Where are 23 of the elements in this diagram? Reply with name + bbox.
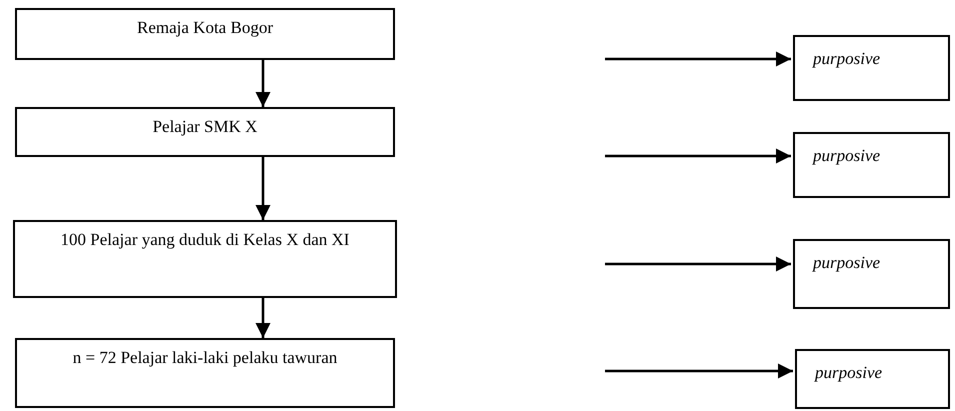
process-box — [795, 349, 950, 409]
process-box — [793, 35, 950, 101]
arrow — [605, 256, 791, 272]
box-label: purposive — [813, 146, 880, 166]
arrow — [256, 60, 270, 107]
process-box — [15, 8, 395, 60]
box-label: purposive — [815, 363, 882, 383]
process-box — [793, 132, 950, 198]
process-box — [15, 107, 395, 157]
arrow — [605, 148, 791, 164]
box-label: n = 72 Pelajar laki-laki pelaku tawuran — [72, 348, 338, 368]
box-label: Remaja Kota Bogor — [137, 18, 273, 38]
arrow — [256, 157, 270, 220]
arrow — [605, 364, 793, 378]
arrow — [256, 298, 270, 338]
process-box — [13, 220, 397, 298]
box-label: Pelajar SMK X — [152, 117, 258, 137]
box-label: 100 Pelajar yang duduk di Kelas X dan XI — [60, 230, 350, 250]
process-box — [793, 239, 950, 309]
arrow — [605, 52, 791, 66]
box-label: purposive — [813, 49, 880, 69]
box-label: purposive — [813, 253, 880, 273]
process-box — [15, 338, 395, 408]
